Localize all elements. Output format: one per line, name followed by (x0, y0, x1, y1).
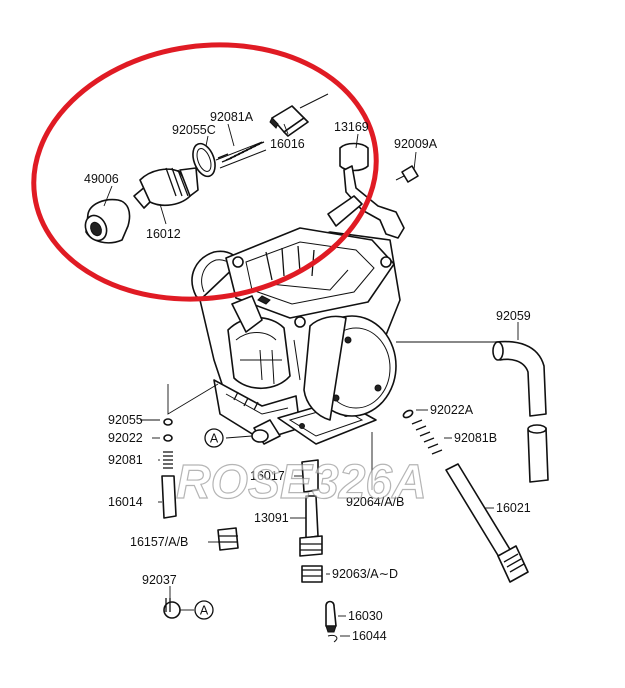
choke-plunger-16012 (133, 167, 199, 209)
marker-a-upper: A (204, 428, 224, 448)
label-16044: 16044 (352, 629, 387, 643)
float-needle (325, 600, 338, 643)
label-16021: 16021 (496, 501, 531, 515)
label-92063: 92063/A∼D (332, 567, 398, 581)
screw-92009A (395, 165, 419, 183)
hose-92059 (492, 340, 549, 483)
label-16014: 16014 (108, 495, 143, 509)
svg-text:A: A (210, 432, 219, 446)
carburetor-body (191, 227, 401, 445)
watermark: ROSE326A (176, 456, 427, 509)
svg-text:A: A (200, 604, 209, 618)
label-13169: 13169 (334, 120, 369, 134)
label-92009A: 92009A (394, 137, 438, 151)
label-92081B: 92081B (454, 431, 497, 445)
label-92081: 92081 (108, 453, 143, 467)
small-parts-left (161, 418, 239, 551)
label-16012: 16012 (146, 227, 181, 241)
screw-16021-set (402, 409, 529, 583)
label-92055C: 92055C (172, 123, 216, 137)
label-92022A: 92022A (430, 403, 474, 417)
label-16030: 16030 (348, 609, 383, 623)
label-13091: 13091 (254, 511, 289, 525)
marker-a-lower: A (194, 600, 214, 620)
piston-16016 (269, 93, 329, 137)
spring-92081A (215, 141, 267, 169)
label-92022: 92022 (108, 431, 143, 445)
part-labels: 92081A 92055C 16016 13169 92009A 49006 1… (84, 110, 531, 643)
label-92064: 92064/A/B (346, 495, 404, 509)
leader-lines (103, 123, 519, 637)
label-16016: 16016 (270, 137, 305, 151)
label-92055: 92055 (108, 413, 143, 427)
label-92081A: 92081A (210, 110, 254, 124)
label-92059: 92059 (496, 309, 531, 323)
label-92037: 92037 (142, 573, 177, 587)
choke-assembly (84, 93, 329, 244)
label-16157: 16157/A/B (130, 535, 188, 549)
throttle-cable-bracket (327, 142, 405, 239)
highlight-circle (31, 42, 379, 302)
label-49006: 49006 (84, 172, 119, 186)
pin-92037 (163, 598, 181, 619)
label-16017: 16017 (250, 469, 285, 483)
cap-49006 (84, 198, 131, 244)
o-ring-92055C (192, 142, 216, 178)
jets-center (299, 459, 323, 583)
